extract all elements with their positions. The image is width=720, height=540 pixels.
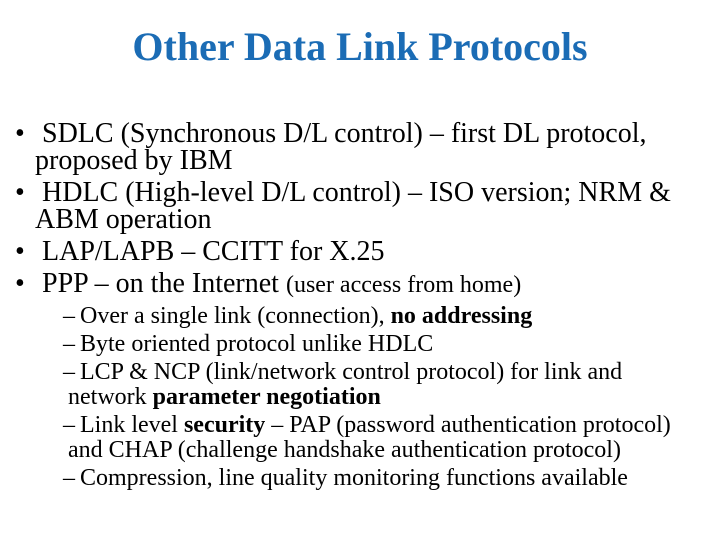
sub-bullet-text: Compression, line quality monitoring fun…: [80, 465, 628, 491]
bullet-icon: •: [15, 177, 25, 208]
sub-bullet-text-bold: security: [183, 412, 266, 438]
bullet-item-sdlc: • SDLC (Synchronous D/L control) – first …: [0, 118, 692, 176]
bullet-text: HDLC (High-level D/L control) – ISO vers…: [35, 177, 671, 235]
sub-bullet-item-lcp-ncp: –LCP & NCP (link/network control protoco…: [0, 360, 692, 410]
bullet-list: • SDLC (Synchronous D/L control) – first …: [0, 120, 692, 299]
sub-bullet-item-addressing: –Over a single link (connection), no add…: [0, 304, 692, 329]
dash-icon: –: [63, 412, 75, 438]
slide-title: Other Data Link Protocols: [132, 24, 588, 69]
sub-bullet-text: Byte oriented protocol unlike HDLC: [80, 331, 434, 357]
bullet-text: SDLC (Synchronous D/L control) – first D…: [35, 118, 647, 176]
sub-bullet-text-bold: no addressing: [390, 303, 533, 329]
sub-bullet-item-byte-oriented: –Byte oriented protocol unlike HDLC: [0, 332, 692, 357]
sub-bullet-text: Link level: [80, 412, 184, 438]
bullet-item-ppp: • PPP – on the Internet (user access from…: [0, 270, 692, 299]
bullet-text-small: (user access from home): [285, 272, 522, 298]
bullet-item-hdlc: • HDLC (High-level D/L control) – ISO ver…: [0, 177, 692, 235]
sub-bullet-text-bold: parameter negotiation: [152, 384, 381, 410]
bullet-icon: •: [15, 118, 25, 149]
dash-icon: –: [63, 465, 75, 491]
bullet-icon: •: [15, 268, 25, 299]
sub-bullet-item-compression: –Compression, line quality monitoring fu…: [0, 466, 692, 491]
bullet-text: LAP/LAPB – CCITT for X.25: [42, 236, 385, 267]
dash-icon: –: [63, 303, 75, 329]
bullet-text: PPP – on the Internet: [42, 268, 286, 299]
bullet-item-lap: • LAP/LAPB – CCITT for X.25: [0, 236, 692, 267]
dash-icon: –: [63, 359, 75, 385]
bullet-icon: •: [15, 236, 25, 267]
sub-bullet-text: – PAP (password authentication protocol)…: [68, 412, 671, 463]
sub-bullet-text: LCP & NCP (link/network control protocol…: [68, 359, 623, 410]
sub-bullet-text: Over a single link (connection),: [80, 303, 391, 329]
sub-bullet-list: –Over a single link (connection), no add…: [0, 304, 692, 491]
dash-icon: –: [63, 331, 75, 357]
sub-bullet-item-security: –Link level security – PAP (password aut…: [0, 413, 692, 463]
